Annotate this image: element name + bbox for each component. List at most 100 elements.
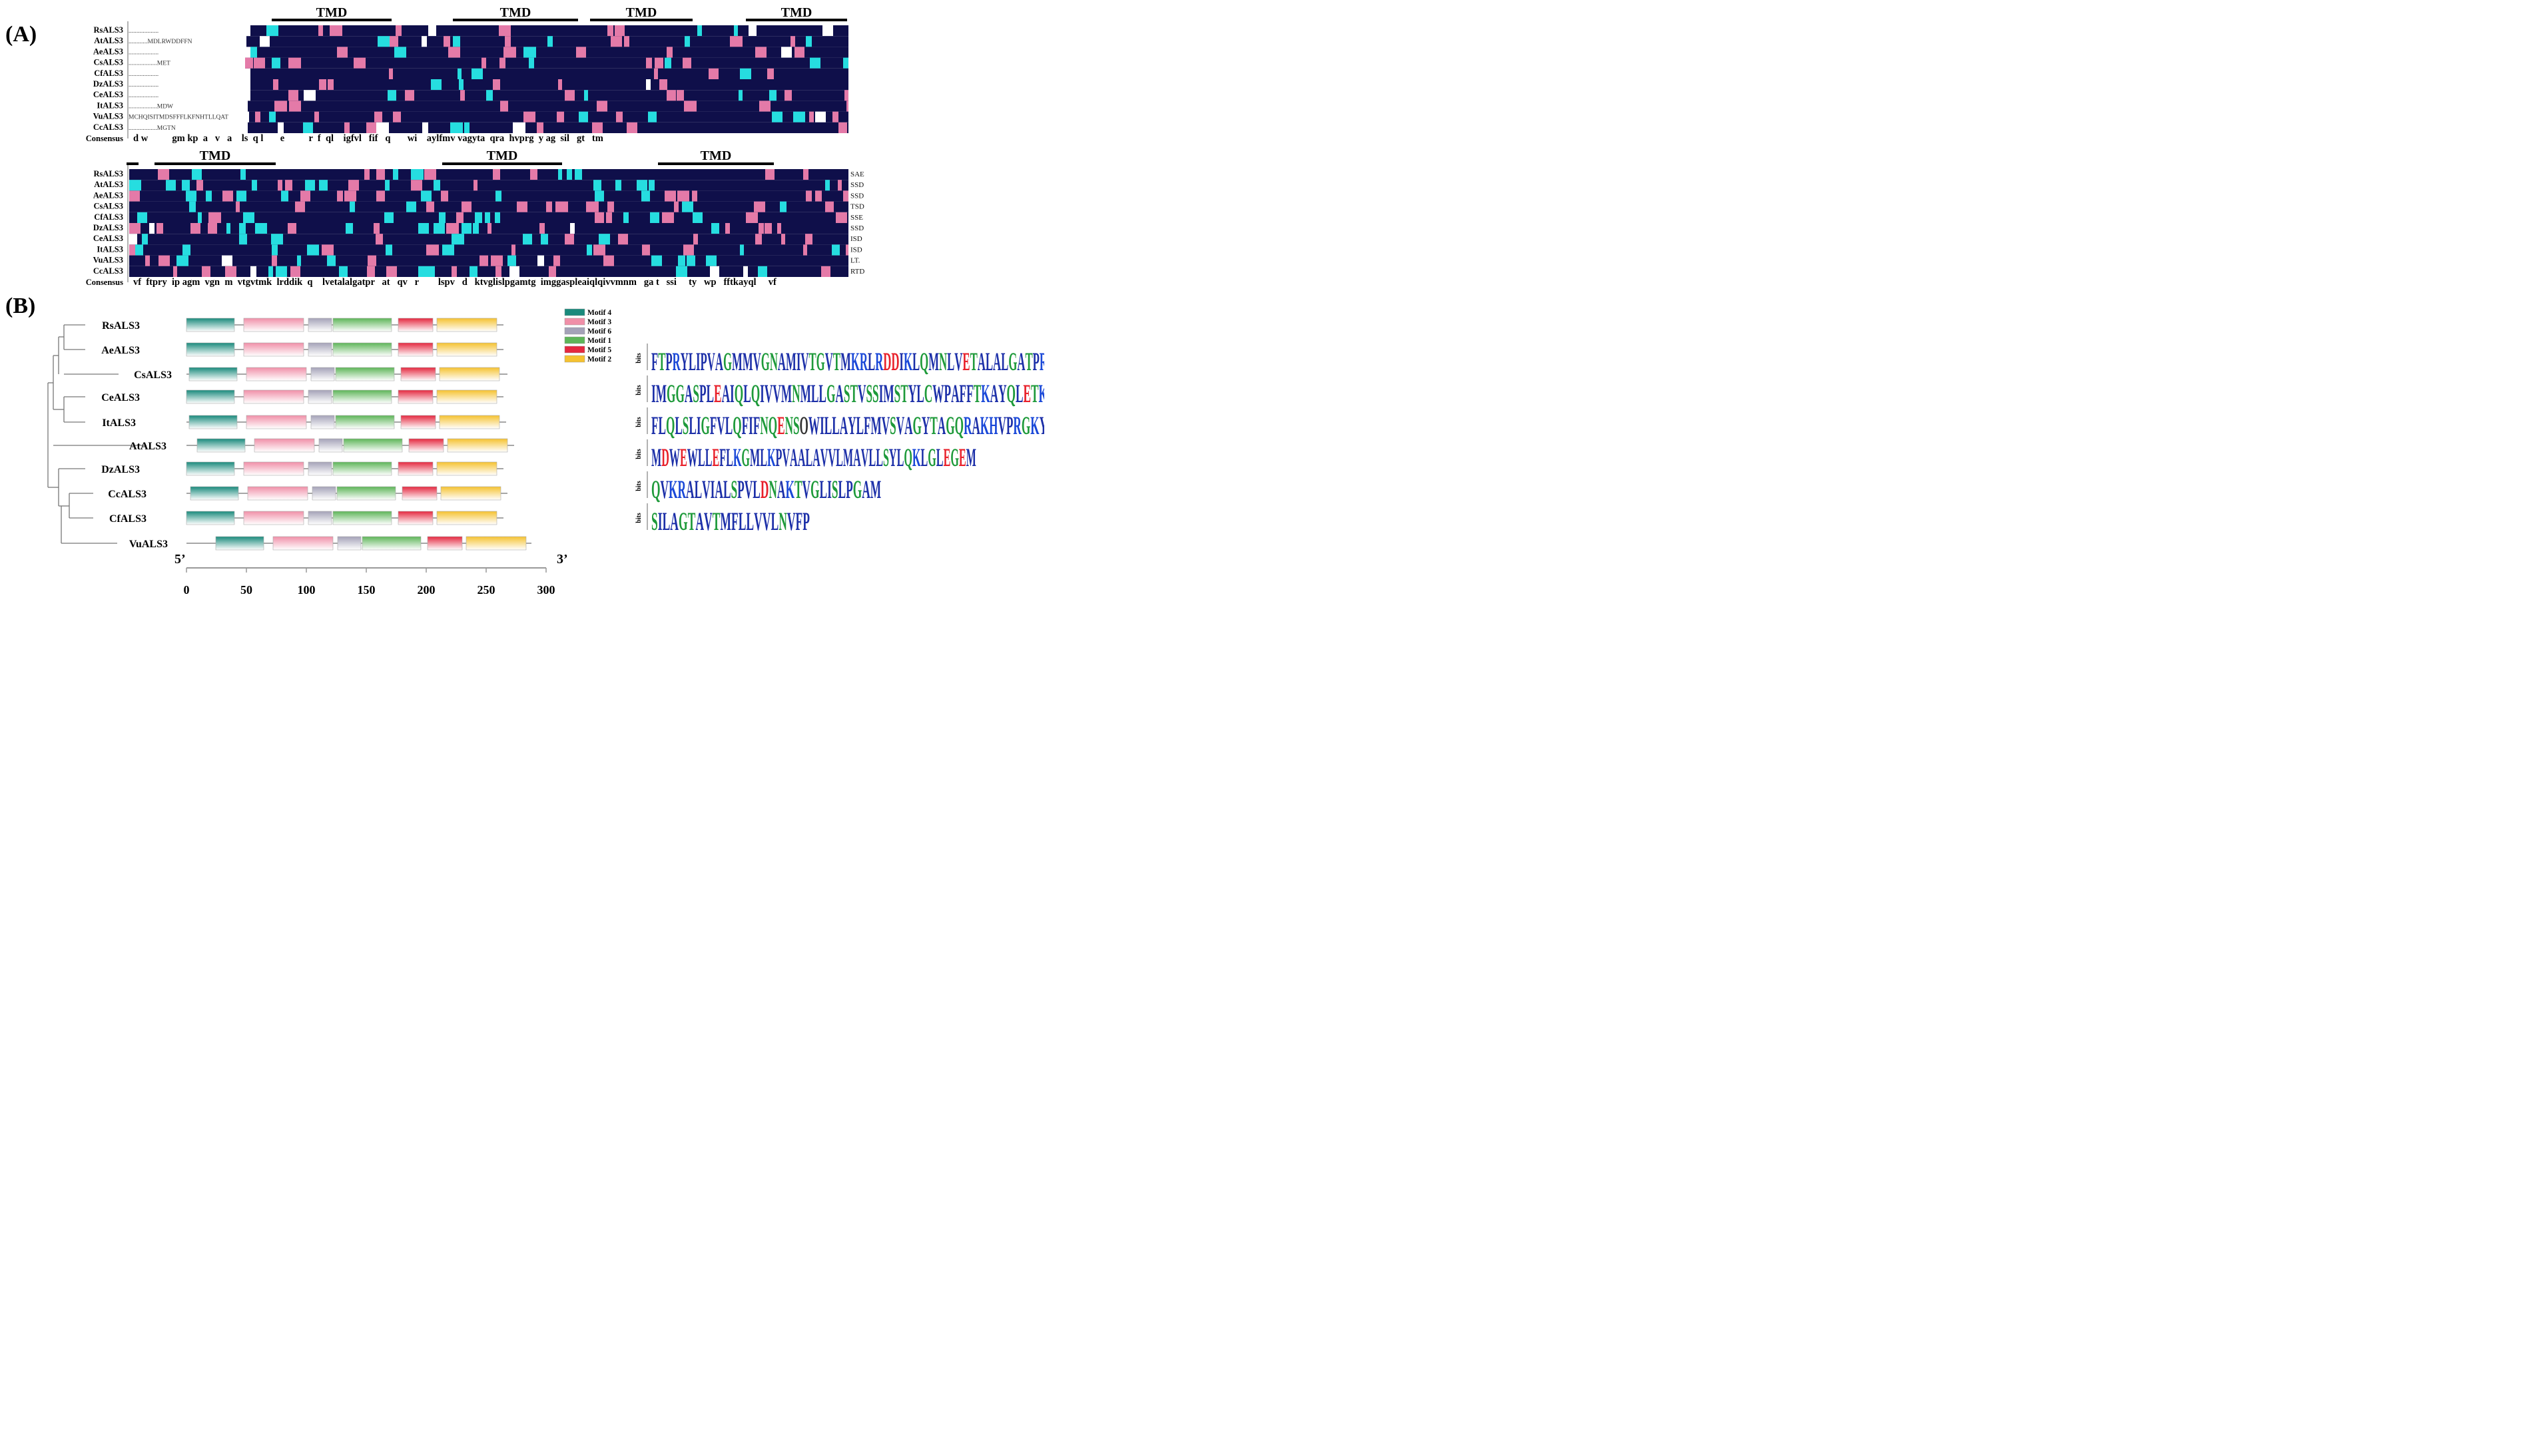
conservation-block [499, 25, 511, 37]
logo-residue: M [732, 347, 743, 376]
motif-box [308, 389, 332, 404]
conservation-block [288, 57, 301, 69]
conservation-block [236, 190, 246, 202]
conservation-block [421, 190, 432, 202]
motif-box [246, 367, 307, 381]
logo-y-label: bits [635, 449, 643, 459]
logo-residue: T [900, 379, 908, 408]
conservation-block [803, 169, 808, 180]
gene-name: CcALS3 [108, 489, 147, 500]
logo-residue: A [812, 443, 820, 472]
conservation-block [182, 244, 190, 256]
logo-residue: K [1030, 411, 1040, 440]
logo-y-label: bits [635, 513, 643, 523]
conservation-block [452, 266, 457, 277]
conservation-block [595, 190, 604, 202]
logo-residue: P [1033, 347, 1040, 376]
conservation-block [273, 79, 278, 91]
logo-residue: V [825, 347, 833, 376]
logo-y-label: bits [635, 417, 643, 427]
conservation-block [376, 234, 383, 245]
conservation-block [579, 111, 588, 122]
conservation-block [289, 101, 301, 112]
logo-residue: F [864, 411, 870, 440]
conservation-block [405, 90, 414, 101]
conservation-block [173, 266, 177, 277]
sequence-prefix: ..................MET [129, 61, 170, 67]
conservation-block [806, 36, 812, 47]
conservation-block [368, 255, 376, 266]
conservation-block [607, 201, 614, 212]
conservation-block [615, 180, 621, 191]
axis-tick-label: 250 [477, 583, 495, 597]
logo-residue: A [670, 507, 679, 536]
conservation-block [517, 201, 527, 212]
logo-residue: L [947, 347, 954, 376]
alignment-block-1: RsALS3...................AtALS3.........… [86, 21, 848, 144]
conservation-block [129, 234, 137, 245]
logo-residue: L [1001, 347, 1008, 376]
conservation-block [611, 36, 622, 47]
conservation-block [642, 244, 650, 256]
sequence-suffix: SSD [850, 192, 864, 200]
conservation-block [472, 68, 483, 79]
logo-residue: F [966, 379, 974, 408]
conservation-block [182, 180, 190, 191]
conservation-block [319, 180, 328, 191]
logo-residue: G [950, 443, 959, 472]
conservation-block [366, 122, 376, 133]
conservation-block [397, 111, 401, 122]
sequence-logo: FTPRYLIPVAGMMVGNAMIVTGVTMKRLRDDIKLQMNLVE… [651, 347, 1044, 376]
gene-name: AeALS3 [101, 345, 140, 356]
sequence-name: CcALS3 [93, 266, 123, 276]
conservation-block [464, 122, 470, 133]
logo-residue: T [974, 379, 982, 408]
logo-residue: V [800, 347, 808, 376]
conservation-block [330, 25, 342, 37]
logo-residue: L [936, 443, 944, 472]
sequence-logo: IMGGASPLEAIQLQIVVMNMLLGASTVSSIMSTYLCWPAF… [651, 379, 1044, 408]
conservation-block [149, 223, 155, 234]
conservation-block [290, 266, 300, 277]
conservation-block [305, 180, 315, 191]
logo-residue: V [753, 347, 761, 376]
alignment-row-band [249, 111, 848, 122]
logo-residue: T [930, 411, 937, 440]
logo-residue: A [777, 475, 786, 504]
conservation-block [615, 25, 625, 37]
logo-residue: A [840, 411, 848, 440]
sequence-suffix: LT. [850, 257, 860, 265]
logo-residue: V [954, 347, 962, 376]
conservation-block [662, 212, 674, 223]
sequence-prefix: ..................MDW [129, 103, 173, 110]
sequence-name: RsALS3 [94, 25, 123, 35]
conservation-block [759, 101, 771, 112]
logo-residue: M [883, 379, 894, 408]
conservation-block [474, 180, 477, 191]
conservation-block [555, 201, 568, 212]
conservation-block [303, 122, 313, 133]
conservation-block [537, 122, 543, 133]
logo-residue: S [793, 411, 800, 440]
logo-residue: G [816, 347, 825, 376]
conservation-block [495, 212, 500, 223]
conservation-block [822, 25, 833, 37]
gene-name: CsALS3 [134, 369, 172, 381]
conservation-block [843, 57, 848, 69]
conservation-block [208, 212, 221, 223]
logo-residue: A [862, 475, 870, 504]
conservation-block [825, 180, 830, 191]
conservation-block [603, 255, 614, 266]
sequence-name: AtALS3 [94, 180, 123, 189]
logo-residue: L [743, 379, 751, 408]
logo-residue: F [719, 443, 726, 472]
conservation-block [530, 169, 537, 180]
conservation-block [428, 25, 436, 37]
logo-residue: A [686, 475, 695, 504]
conservation-block [479, 255, 488, 266]
logo-residue: F [710, 411, 717, 440]
conservation-block [446, 223, 459, 234]
conservation-block [846, 244, 848, 256]
